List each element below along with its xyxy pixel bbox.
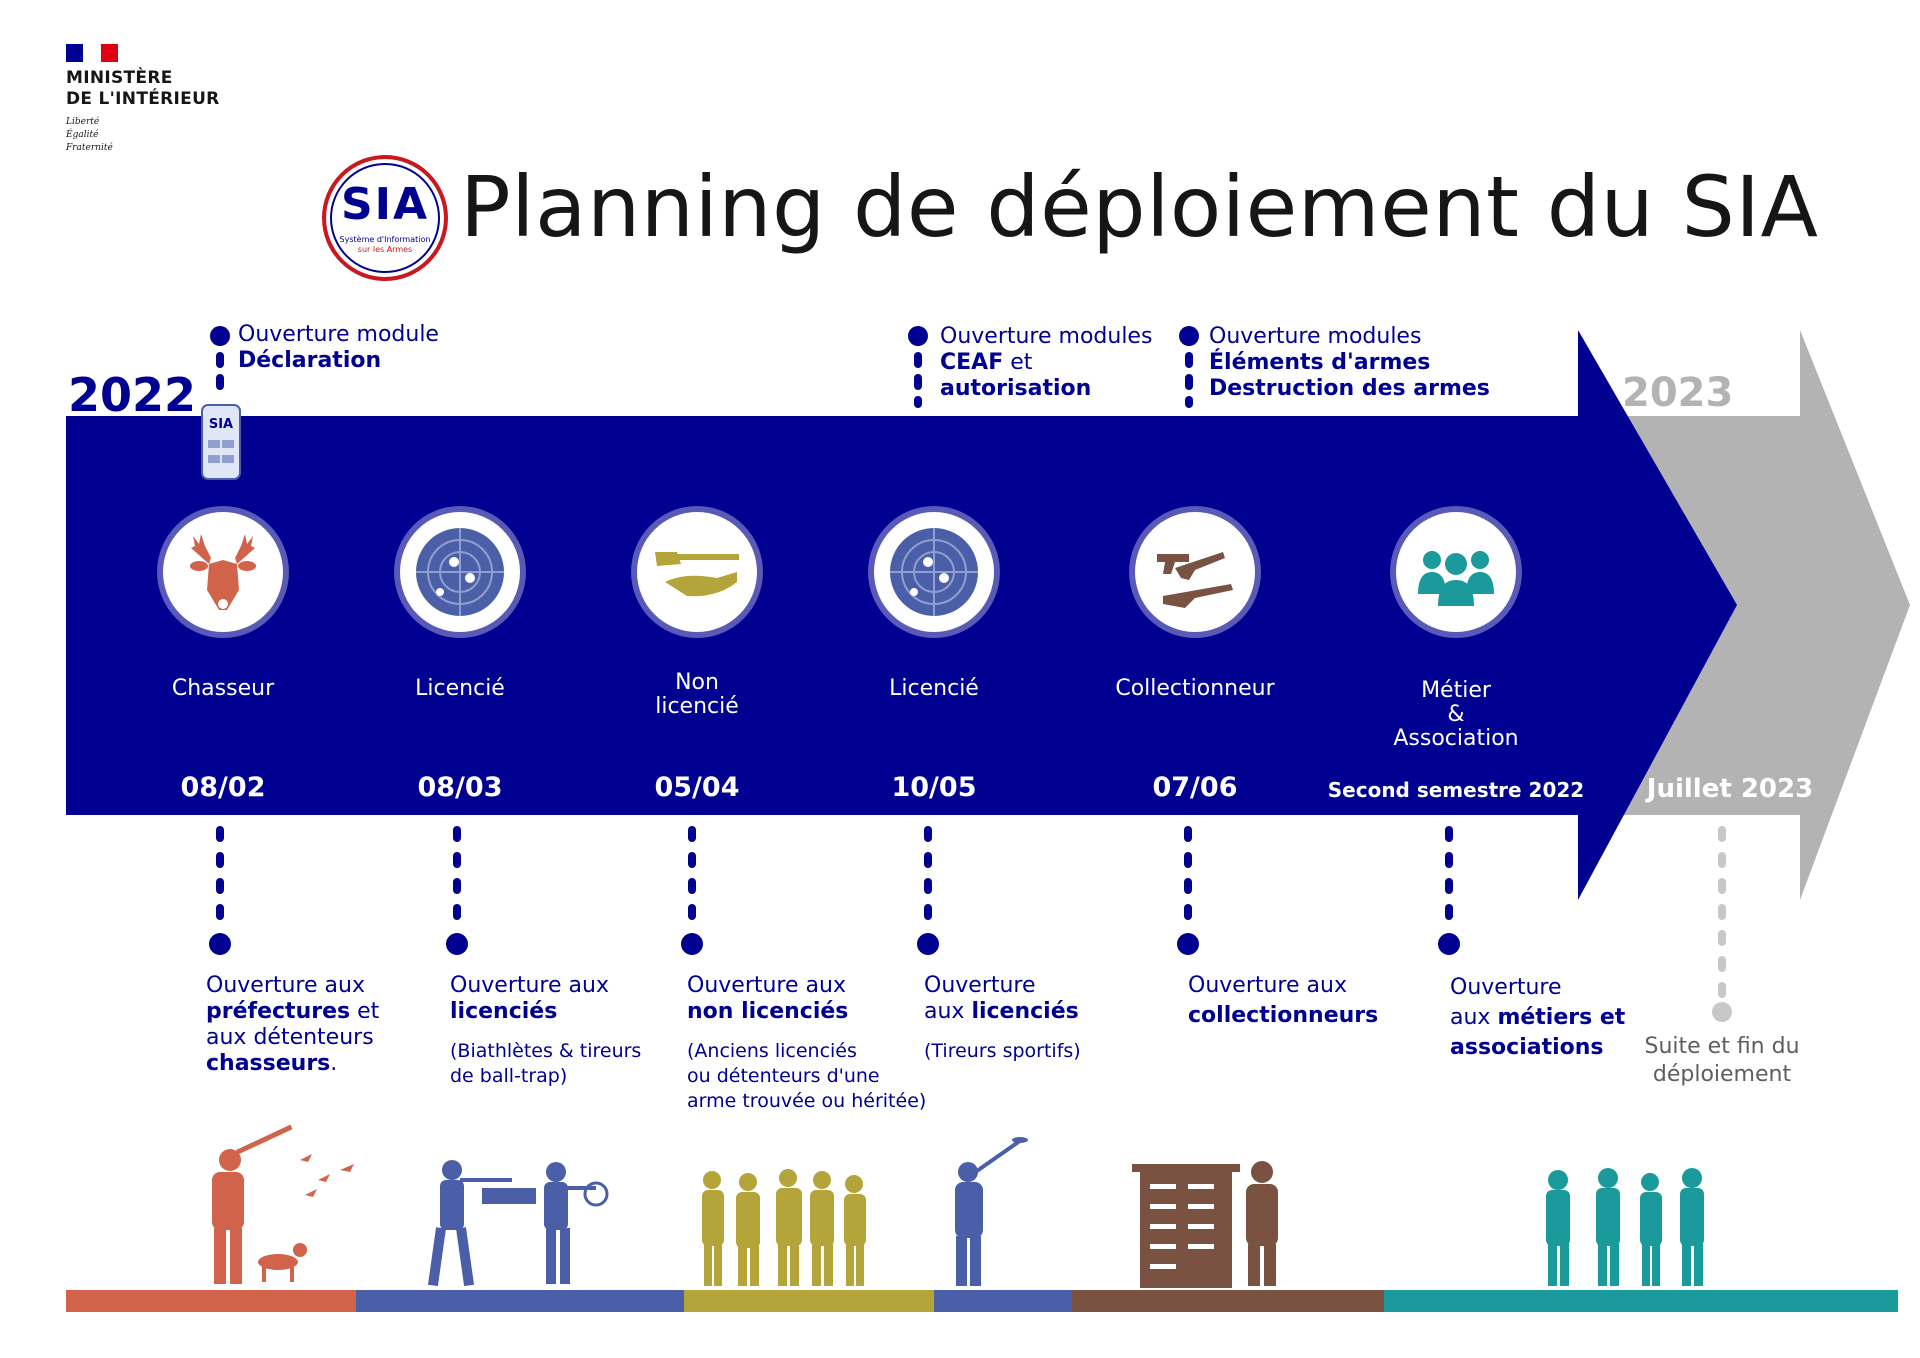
category-label-line2: & (1447, 702, 1465, 727)
target-icon (874, 512, 994, 632)
bottom-note-licencie: Ouverture aux licenciés (Biathlètes & ti… (450, 973, 641, 1089)
phone-app-icon: SIA (201, 404, 241, 480)
note-bold: licenciés (450, 999, 558, 1024)
final-note-line2: déploiement (1652, 1062, 1792, 1087)
note-small: de ball-trap) (450, 1065, 568, 1087)
note-bold: licenciés (971, 999, 1079, 1024)
top-note-ceaf: Ouverture modules CEAF et autorisation (940, 324, 1152, 402)
date-collectionneur: 07/06 (1152, 772, 1238, 803)
note-bold: associations (1450, 1035, 1604, 1060)
final-note-line1: Suite et fin du (1644, 1034, 1800, 1059)
bar-collectionneur (1072, 1290, 1384, 1312)
note-bold: collectionneurs (1188, 1003, 1379, 1028)
category-label-line1: Métier (1421, 678, 1491, 703)
category-label-line1: Non (675, 670, 719, 695)
bottom-note-chasseur: Ouverture aux préfectures et aux détente… (206, 973, 379, 1077)
note-line: Ouverture aux (206, 973, 365, 998)
note-small: (Tireurs sportifs) (924, 1040, 1081, 1062)
hunter-silhouette (212, 1124, 354, 1284)
year-2023: 2023 (1622, 370, 1734, 416)
note-line: aux détenteurs (206, 1025, 374, 1050)
top-note-line2: Déclaration (238, 348, 382, 373)
top-note-line3: Destruction des armes (1209, 376, 1490, 401)
date-non-licencie: 05/04 (654, 772, 740, 803)
date-chasseur: 08/02 (180, 772, 266, 803)
motto-fraternite: Fraternité (66, 143, 113, 153)
bar-non-licencie (684, 1290, 934, 1312)
date-licencie-2: 10/05 (891, 772, 977, 803)
motto-liberte: Liberté (66, 117, 100, 127)
target-icon (400, 512, 520, 632)
note-line: Ouverture aux (1188, 973, 1347, 998)
weapons-icon (1135, 512, 1255, 632)
top-note-line1: Ouverture modules (940, 324, 1153, 349)
date-licencie: 08/03 (417, 772, 503, 803)
note-small: (Biathlètes & tireurs (450, 1040, 642, 1062)
note-bold: métiers et (1497, 1005, 1626, 1030)
bottom-note-collectionneur: Ouverture aux collectionneurs (1188, 973, 1378, 1029)
top-note-line2: Éléments d'armes (1209, 350, 1431, 375)
category-label-metier: Métier & Association (1356, 679, 1556, 751)
svg-text:SIA: SIA (209, 417, 233, 432)
bar-metier (1384, 1290, 1898, 1312)
motto-egalite: Égalité (66, 130, 99, 140)
ministere-name-line1: MINISTÈRE (66, 68, 173, 88)
category-label-licencie: Licencié (415, 676, 505, 701)
bar-licencie (356, 1290, 684, 1312)
people-group-silhouette (702, 1169, 866, 1286)
category-label-line2: licencié (655, 694, 739, 719)
collector-silhouette (1132, 1161, 1278, 1288)
top-note-line1: Ouverture modules (1209, 324, 1422, 349)
top-note-line2-suffix: et (1003, 350, 1033, 375)
note-bold: préfectures (206, 999, 351, 1024)
deer-icon (163, 512, 283, 632)
top-note-elements: Ouverture modules Éléments d'armes Destr… (1209, 324, 1490, 402)
ministere-name-line2: DE L'INTÉRIEUR (66, 89, 220, 109)
note-line: Ouverture aux (687, 973, 846, 998)
note-line: Ouverture aux (450, 973, 609, 998)
note-bold: non licenciés (687, 999, 849, 1024)
note-line: Ouverture (924, 973, 1036, 998)
professionals-icon (1396, 512, 1516, 632)
note-small: arme trouvée ou héritée) (687, 1090, 927, 1112)
category-label-licencie-2: Licencié (889, 676, 979, 701)
date-final: Juillet 2023 (1646, 774, 1814, 804)
sia-acronym: SIA (340, 179, 430, 230)
top-note-line3: autorisation (940, 376, 1092, 401)
professionals-silhouette (1546, 1168, 1704, 1286)
category-label-line3: Association (1393, 726, 1519, 751)
top-note-line1: Ouverture module (238, 322, 439, 347)
bar-chasseur (66, 1290, 356, 1312)
date-metier: Second semestre 2022 (1327, 778, 1585, 802)
final-note: Suite et fin du déploiement (1642, 1033, 1802, 1089)
note-prefix: aux (1450, 1005, 1498, 1030)
category-label-collectionneur: Collectionneur (1115, 676, 1275, 701)
sia-subtitle-line2: sur les Armes (357, 245, 413, 254)
trap-shooter-silhouette (955, 1137, 1028, 1286)
sia-subtitle-line1: Système d'Information (339, 235, 431, 244)
note-bold: chasseurs (206, 1051, 331, 1076)
year-2022: 2022 (68, 368, 197, 422)
bottom-note-non-licencie: Ouverture aux non licenciés (Anciens lic… (687, 973, 926, 1114)
sia-logo: SIA Système d'Information sur les Armes (322, 155, 448, 281)
note-suffix: et (350, 999, 380, 1024)
ministere-logo: MINISTÈRE DE L'INTÉRIEUR Liberté Égalité… (66, 44, 220, 155)
french-flag-icon (66, 44, 118, 62)
bottom-note-metier: Ouverture aux métiers et associations (1450, 973, 1625, 1063)
note-suffix: . (330, 1051, 338, 1076)
note-line: Ouverture (1450, 975, 1562, 1000)
category-label-non-licencie: Non licencié (597, 671, 797, 719)
bar-licencie-2 (934, 1290, 1072, 1312)
bottom-note-licencie-2: Ouverture aux licenciés (Tireurs sportif… (924, 973, 1081, 1064)
note-small: (Anciens licenciés (687, 1040, 857, 1062)
top-note-line2: CEAF (940, 350, 1004, 375)
note-small: ou détenteurs d'une (687, 1065, 880, 1087)
category-label-chasseur: Chasseur (171, 676, 275, 701)
biathlete-silhouette (427, 1160, 609, 1287)
page-title: Planning de déploiement du SIA (460, 158, 1819, 256)
rifle-hand-icon (637, 512, 757, 632)
note-prefix: aux (924, 999, 972, 1024)
top-note-declaration: Ouverture module Déclaration (238, 322, 439, 374)
